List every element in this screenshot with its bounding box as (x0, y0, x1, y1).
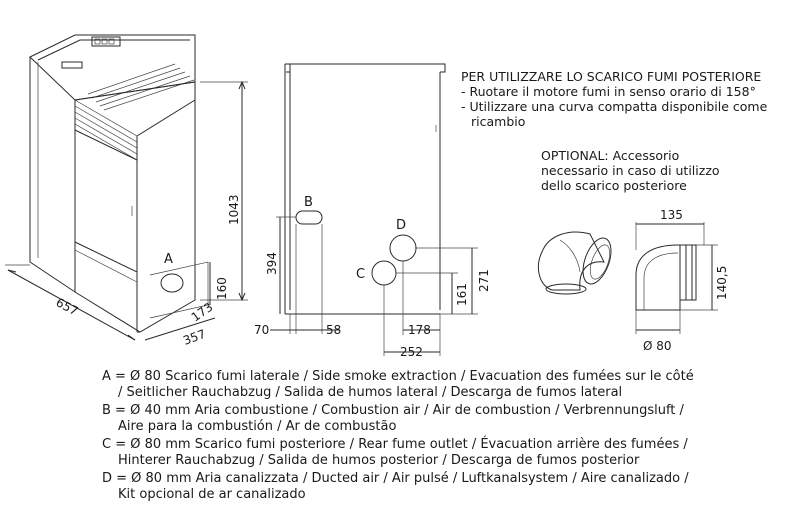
legend-c-line1: C = Ø 80 mm Scarico fumi posteriore / Re… (102, 436, 688, 452)
dim-a-offset: 173 (189, 300, 216, 325)
dim-depth: 357 (181, 327, 207, 348)
rear-outlet-step1: - Ruotare il motore fumi in senso orario… (461, 84, 756, 99)
label-a: A (164, 252, 173, 267)
rear-outlet-title: PER UTILIZZARE LO SCARICO FUMI POSTERIOR… (461, 69, 761, 84)
dim-b-offset: 58 (326, 323, 341, 337)
optional-line1: OPTIONAL: Accessorio (541, 148, 679, 163)
legend-d-line1: D = Ø 80 mm Aria canalizzata / Ducted ai… (102, 471, 689, 486)
elbow-side-view: 135 140,5 Ø 80 (635, 208, 729, 353)
dim-c-offset: 178 (408, 323, 431, 337)
label-d: D (396, 218, 406, 233)
dim-elbow-diameter: Ø 80 (643, 339, 672, 353)
dim-elbow-width: 135 (660, 208, 683, 222)
legend-b-line1: B = Ø 40 mm Aria combustione / Combustio… (102, 403, 685, 418)
dim-d-offset: 252 (400, 345, 423, 359)
dim-rear-left: 70 (254, 323, 269, 337)
legend-c-line2: Hinterer Rauchabzug / Salida de humos po… (118, 453, 640, 468)
dim-elbow-height: 140,5 (715, 266, 729, 300)
legend-a-line2: / Seitlicher Rauchabzug / Salida de humo… (118, 385, 622, 400)
rear-outlet-step2: - Utilizzare una curva compatta disponib… (461, 99, 768, 114)
dim-width-side: 657 (54, 295, 81, 318)
legend-b-line2: Aire para la combustión / Ar de combustã… (118, 419, 396, 434)
stove-perspective-view: A 1043 160 173 657 357 (5, 34, 248, 348)
dim-b-height: 394 (265, 252, 279, 275)
dim-height: 1043 (227, 194, 241, 225)
rear-outlet-step2-cont: ricambio (471, 114, 525, 129)
label-c: C (356, 267, 365, 282)
legend: A = Ø 80 Scarico fumi laterale / Side sm… (102, 369, 694, 502)
elbow-3d-view (537, 231, 612, 295)
dim-d-height: 271 (477, 269, 491, 292)
legend-d-line2: Kit opcional de ar canalizado (118, 487, 306, 502)
dim-a-height: 160 (215, 277, 229, 300)
optional-line3: dello scarico posteriore (541, 178, 687, 193)
legend-a-line1: A = Ø 80 Scarico fumi laterale / Side sm… (102, 369, 694, 384)
optional-line2: necessario in caso di utilizzo (541, 163, 720, 178)
label-b: B (304, 195, 313, 210)
stove-rear-view: B D C 394 70 58 178 252 161 271 (254, 63, 491, 359)
dim-c-height: 161 (455, 283, 469, 306)
